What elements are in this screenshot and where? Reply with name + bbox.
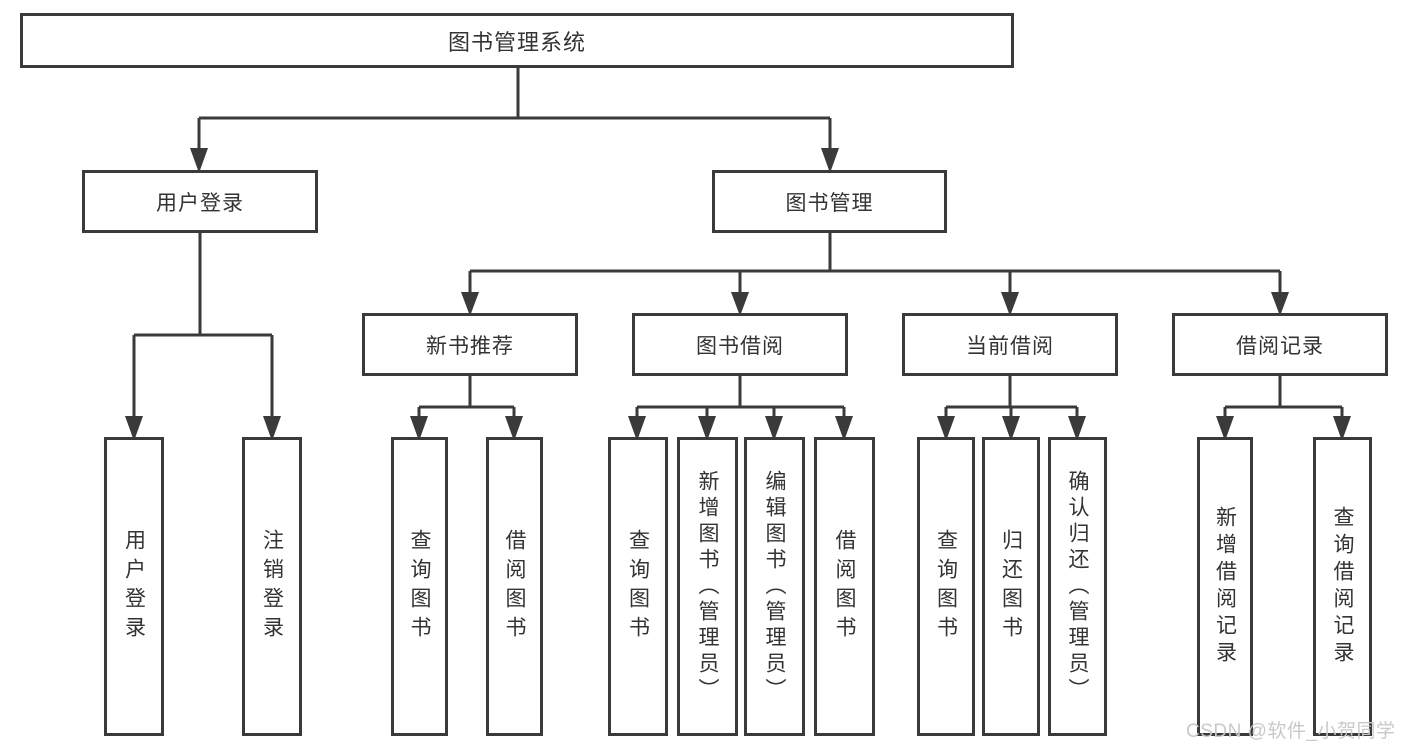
arrowhead-icon xyxy=(461,292,479,316)
node-return-book-label: 归还图书 xyxy=(999,528,1023,645)
arrowhead-icon xyxy=(1333,416,1351,441)
node-logout-action-label: 注销登录 xyxy=(260,528,284,645)
csdn-watermark: CSDN @软件_小贺同学 xyxy=(1186,721,1396,742)
arrowhead-icon xyxy=(505,416,523,441)
node-logout-action: 注销登录 xyxy=(242,437,302,736)
node-borrow-record: 借阅记录 xyxy=(1172,313,1388,376)
node-user-login-label: 用户登录 xyxy=(156,191,244,215)
node-book-borrow: 图书借阅 xyxy=(632,313,848,376)
arrowhead-icon xyxy=(125,416,143,441)
node-return-book: 归还图书 xyxy=(982,437,1040,736)
node-root-label: 图书管理系统 xyxy=(447,29,586,55)
node-query-book-2-label: 查询图书 xyxy=(626,528,650,645)
arrowhead-icon xyxy=(821,148,839,173)
node-user-login-action: 用户登录 xyxy=(104,437,164,736)
arrowhead-icon xyxy=(1068,416,1086,441)
node-add-book-admin: 新增图书（管理员） xyxy=(677,437,738,736)
arrowhead-icon xyxy=(263,416,281,441)
arrowhead-icon xyxy=(835,416,853,441)
node-book-borrow-label: 图书借阅 xyxy=(696,334,784,358)
arrowhead-icon xyxy=(1271,292,1289,316)
node-borrow-book-2-label: 借阅图书 xyxy=(833,528,856,645)
node-user-login: 用户登录 xyxy=(82,170,318,233)
node-add-book-admin-label: 新增图书（管理员） xyxy=(696,469,719,704)
arrowhead-icon xyxy=(765,416,783,441)
node-query-borrow-record-label: 查询借阅记录 xyxy=(1331,505,1354,668)
arrowhead-icon xyxy=(731,292,749,316)
node-new-book-recommend-label: 新书推荐 xyxy=(426,334,514,358)
node-confirm-return-admin-label: 确认归还（管理员） xyxy=(1066,469,1089,704)
arrowhead-icon xyxy=(1002,416,1020,441)
arrowhead-icon xyxy=(410,416,428,441)
node-borrow-book-1-label: 借阅图书 xyxy=(503,528,526,645)
node-book-management: 图书管理 xyxy=(712,170,947,233)
arrowhead-icon xyxy=(1001,292,1019,316)
arrowhead-icon xyxy=(628,416,646,441)
node-edit-book-admin-label: 编辑图书（管理员） xyxy=(763,469,786,704)
node-query-book-2: 查询图书 xyxy=(608,437,668,736)
arrowhead-icon xyxy=(937,416,955,441)
arrowhead-icon xyxy=(190,148,208,173)
node-query-book-1: 查询图书 xyxy=(391,437,448,736)
node-new-book-recommend: 新书推荐 xyxy=(362,313,578,376)
node-borrow-record-label: 借阅记录 xyxy=(1236,334,1324,358)
node-root: 图书管理系统 xyxy=(20,13,1014,68)
node-borrow-book-2: 借阅图书 xyxy=(814,437,875,736)
node-user-login-action-label: 用户登录 xyxy=(122,528,146,645)
node-current-borrow: 当前借阅 xyxy=(902,313,1118,376)
node-book-management-label: 图书管理 xyxy=(785,191,874,215)
node-current-borrow-label: 当前借阅 xyxy=(966,334,1054,358)
node-query-book-1-label: 查询图书 xyxy=(408,528,431,645)
node-query-borrow-record: 查询借阅记录 xyxy=(1313,437,1372,736)
node-query-book-3-label: 查询图书 xyxy=(934,528,958,645)
node-query-book-3: 查询图书 xyxy=(917,437,975,736)
arrowhead-icon xyxy=(1216,416,1234,441)
arrowhead-icon xyxy=(698,416,716,441)
node-confirm-return-admin: 确认归还（管理员） xyxy=(1048,437,1107,736)
node-add-borrow-record: 新增借阅记录 xyxy=(1197,437,1253,736)
node-add-borrow-record-label: 新增借阅记录 xyxy=(1213,505,1237,668)
node-borrow-book-1: 借阅图书 xyxy=(486,437,543,736)
node-edit-book-admin: 编辑图书（管理员） xyxy=(744,437,805,736)
